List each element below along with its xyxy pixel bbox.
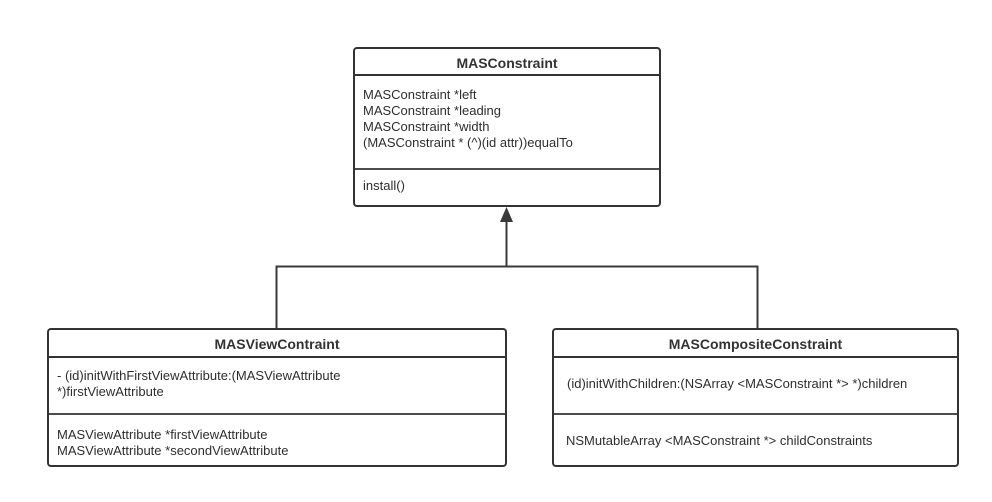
attribute-line: MASViewAttribute *firstViewAttribute [57, 427, 268, 442]
class-box-masviewcontraint: MASViewContraint - (id)initWithFirstView… [47, 328, 507, 467]
class-title: MASConstraint [355, 49, 659, 76]
method-line: *)firstViewAttribute [57, 384, 164, 399]
attribute-line: MASConstraint *leading [363, 103, 502, 118]
attributes-compartment: MASViewAttribute *firstViewAttribute MAS… [49, 413, 505, 465]
attributes-compartment: MASConstraint *left MASConstraint *leadi… [355, 76, 659, 168]
class-box-mascompositeconstraint: MASCompositeConstraint (id)initWithChild… [552, 328, 959, 467]
attribute-line: NSMutableArray <MASConstraint *> childCo… [566, 433, 873, 448]
class-title: MASCompositeConstraint [554, 330, 957, 358]
methods-compartment: install() [355, 168, 659, 203]
methods-compartment: - (id)initWithFirstViewAttribute:(MASVie… [49, 358, 505, 413]
methods-compartment: (id)initWithChildren:(NSArray <MASConstr… [554, 358, 957, 413]
attribute-line: MASConstraint *width [363, 119, 490, 134]
method-line: (id)initWithChildren:(NSArray <MASConstr… [567, 376, 908, 391]
attribute-line: MASConstraint *left [363, 87, 477, 102]
method-line: install() [363, 178, 405, 193]
attributes-compartment: NSMutableArray <MASConstraint *> childCo… [554, 413, 957, 465]
class-title: MASViewContraint [49, 330, 505, 358]
attribute-line: (MASConstraint * (^)(id attr))equalTo [363, 135, 573, 150]
attribute-line: MASViewAttribute *secondViewAttribute [57, 443, 289, 458]
class-box-masconstraint: MASConstraint MASConstraint *left MASCon… [353, 47, 661, 207]
inheritance-arrowhead-icon [500, 207, 513, 222]
method-line: - (id)initWithFirstViewAttribute:(MASVie… [57, 368, 341, 383]
